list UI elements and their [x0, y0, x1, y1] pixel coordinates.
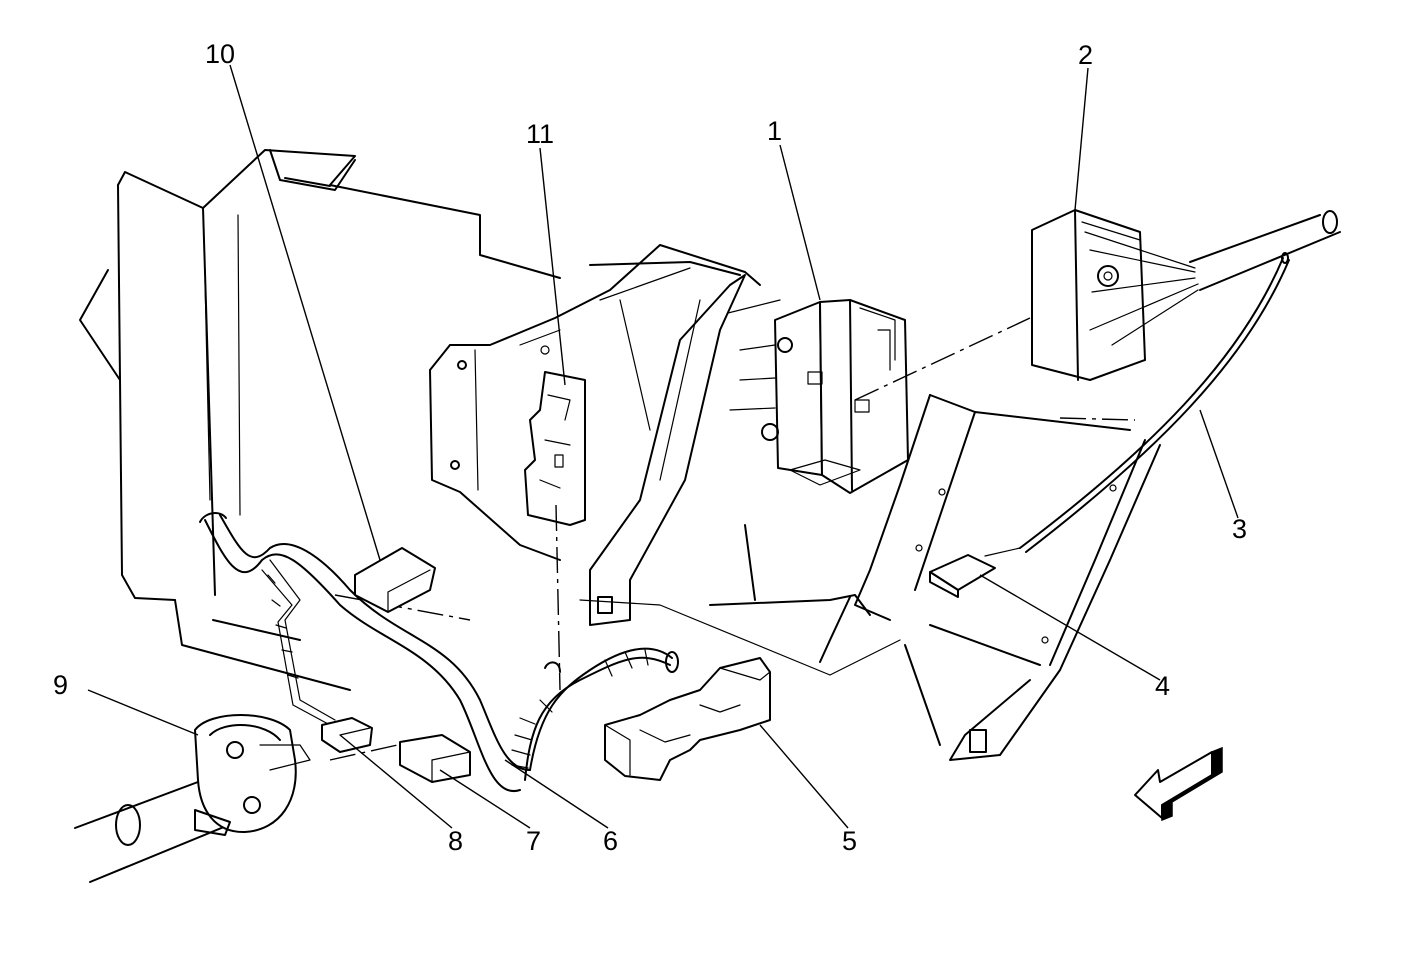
callout-7: 7	[526, 826, 541, 856]
front-direction-arrow-icon	[1134, 746, 1223, 822]
callout-labels: 10 11 1 2 3 4 5 6 7 8 9	[53, 39, 1247, 856]
harness-clip-5	[604, 657, 771, 781]
dash-panel	[79, 149, 561, 691]
callout-2: 2	[1078, 40, 1093, 70]
sensor-cable-3	[1019, 252, 1290, 553]
connector-4	[929, 547, 1021, 598]
floor-rails	[579, 394, 1161, 761]
mounting-bracket-11	[524, 371, 586, 526]
callout-9: 9	[53, 670, 68, 700]
junction-block-1	[729, 299, 909, 494]
connector-10	[354, 547, 436, 613]
clockspring-9	[74, 714, 311, 883]
callout-5: 5	[842, 826, 857, 856]
connector-8	[321, 717, 373, 753]
harness-tail	[1189, 210, 1341, 291]
callout-3: 3	[1232, 514, 1247, 544]
support-strut	[589, 274, 746, 626]
callout-6: 6	[603, 826, 618, 856]
callout-1: 1	[767, 116, 782, 146]
leader-lines	[87, 64, 1239, 829]
connector-7	[399, 734, 471, 783]
callout-4: 4	[1155, 671, 1170, 701]
callout-10: 10	[205, 39, 235, 69]
control-module-2	[1031, 209, 1199, 381]
callout-8: 8	[448, 826, 463, 856]
callout-11: 11	[526, 119, 554, 149]
